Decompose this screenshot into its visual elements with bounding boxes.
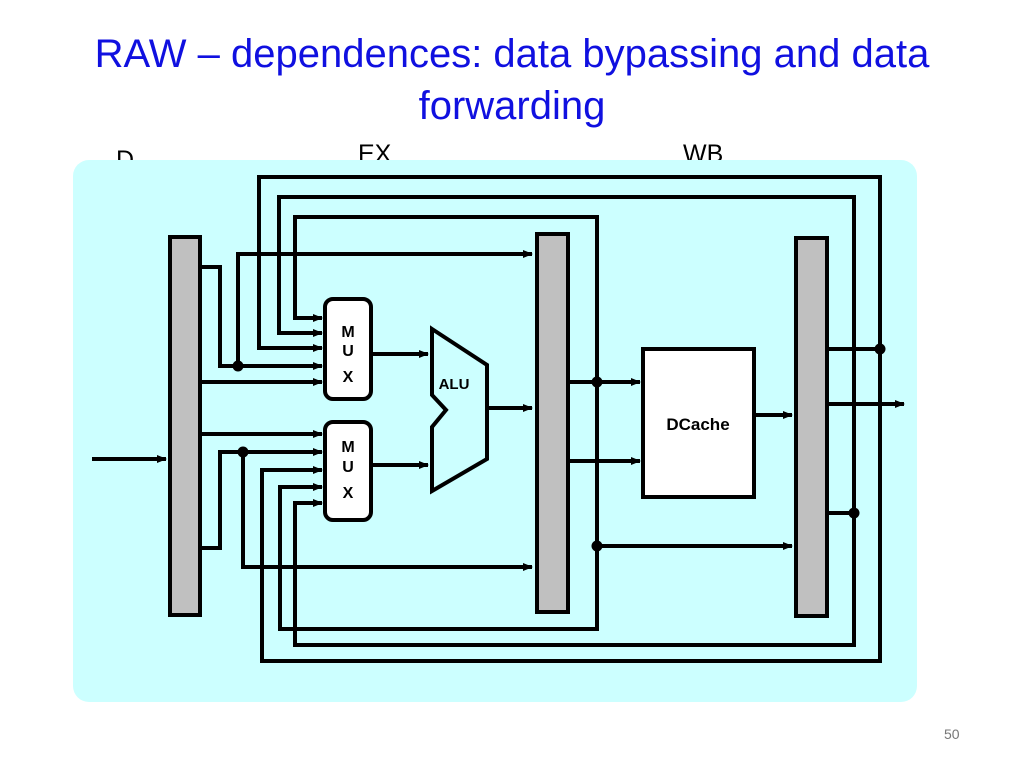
- dcache: [641, 347, 756, 499]
- mux-lower-label-m: M: [341, 439, 354, 456]
- junction-dot: [232, 360, 244, 372]
- latch-decode: [168, 235, 202, 617]
- dcache-label: DCache: [666, 415, 729, 434]
- mux-lower-label-u: U: [342, 459, 354, 476]
- slide-title: RAW – dependences: data bypassing and da…: [0, 28, 1024, 132]
- junction-dot: [848, 507, 860, 519]
- page-number: 50: [944, 726, 960, 742]
- wire-d-bypass-lower: [241, 452, 533, 571]
- forward-wire-mem-to-mux-lower: [293, 499, 856, 647]
- forward-wire-mem-to-mux-upper: [277, 195, 856, 513]
- mux-upper: [323, 297, 373, 401]
- wire-d-bypass-upper: [236, 250, 533, 366]
- mux-lower: [323, 420, 373, 522]
- slide-title-line-1: RAW – dependences: data bypassing and da…: [94, 32, 930, 76]
- junction-dot: [591, 540, 603, 552]
- wire-d-to-mux-lower-b: [200, 448, 323, 550]
- junction-dot: [237, 446, 249, 458]
- latch-writeback: [794, 236, 829, 618]
- mux-upper-label-u: U: [342, 343, 354, 360]
- junction-dot: [874, 343, 886, 355]
- forward-wire-wb-to-mux-upper: [257, 175, 882, 352]
- mux-upper-label-m: M: [341, 324, 354, 341]
- forward-wire-ex-to-mux-upper: [293, 215, 599, 382]
- alu: [430, 325, 489, 495]
- wire-d-to-mux-upper-a: [200, 265, 323, 370]
- forward-wire-wb-to-mux-lower: [260, 349, 882, 663]
- mux-lower-label-x: X: [343, 485, 354, 502]
- mux-upper-label-x: X: [343, 369, 354, 386]
- alu-label: ALU: [439, 376, 470, 393]
- latch-execute: [535, 232, 570, 614]
- slide-title-line-2: forwarding: [418, 84, 606, 128]
- junction-dot: [591, 376, 603, 388]
